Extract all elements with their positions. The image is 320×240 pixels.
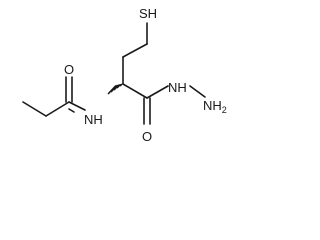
thiol-label: SH [139, 6, 157, 21]
bond-ch2a-ch2b [122, 43, 148, 58]
bond-alpha-carbonyl [122, 83, 148, 99]
atom-labels: SH O NH NH NH2 O [64, 6, 227, 144]
bond-methyl [22, 101, 47, 117]
bond-carbonyl-nh [146, 85, 169, 99]
hydrazide-oxygen-label: O [142, 129, 152, 144]
molecule-structure-diagram: SH O NH NH NH2 O [22, 6, 227, 144]
bond-n-acetyl [68, 108, 75, 113]
acetyl-oxygen-label: O [64, 62, 74, 77]
stereo-hash-bond [107, 83, 123, 95]
bonds [22, 22, 206, 125]
terminal-nh2-label: NH2 [203, 98, 227, 115]
amide-nh-label: NH [84, 112, 103, 127]
bond-nh-nh2 [189, 85, 206, 98]
hydrazide-nh-label: NH [168, 80, 187, 95]
bond-acetyl-methyl [45, 101, 70, 117]
bond-n-acetyl-main [68, 101, 86, 111]
